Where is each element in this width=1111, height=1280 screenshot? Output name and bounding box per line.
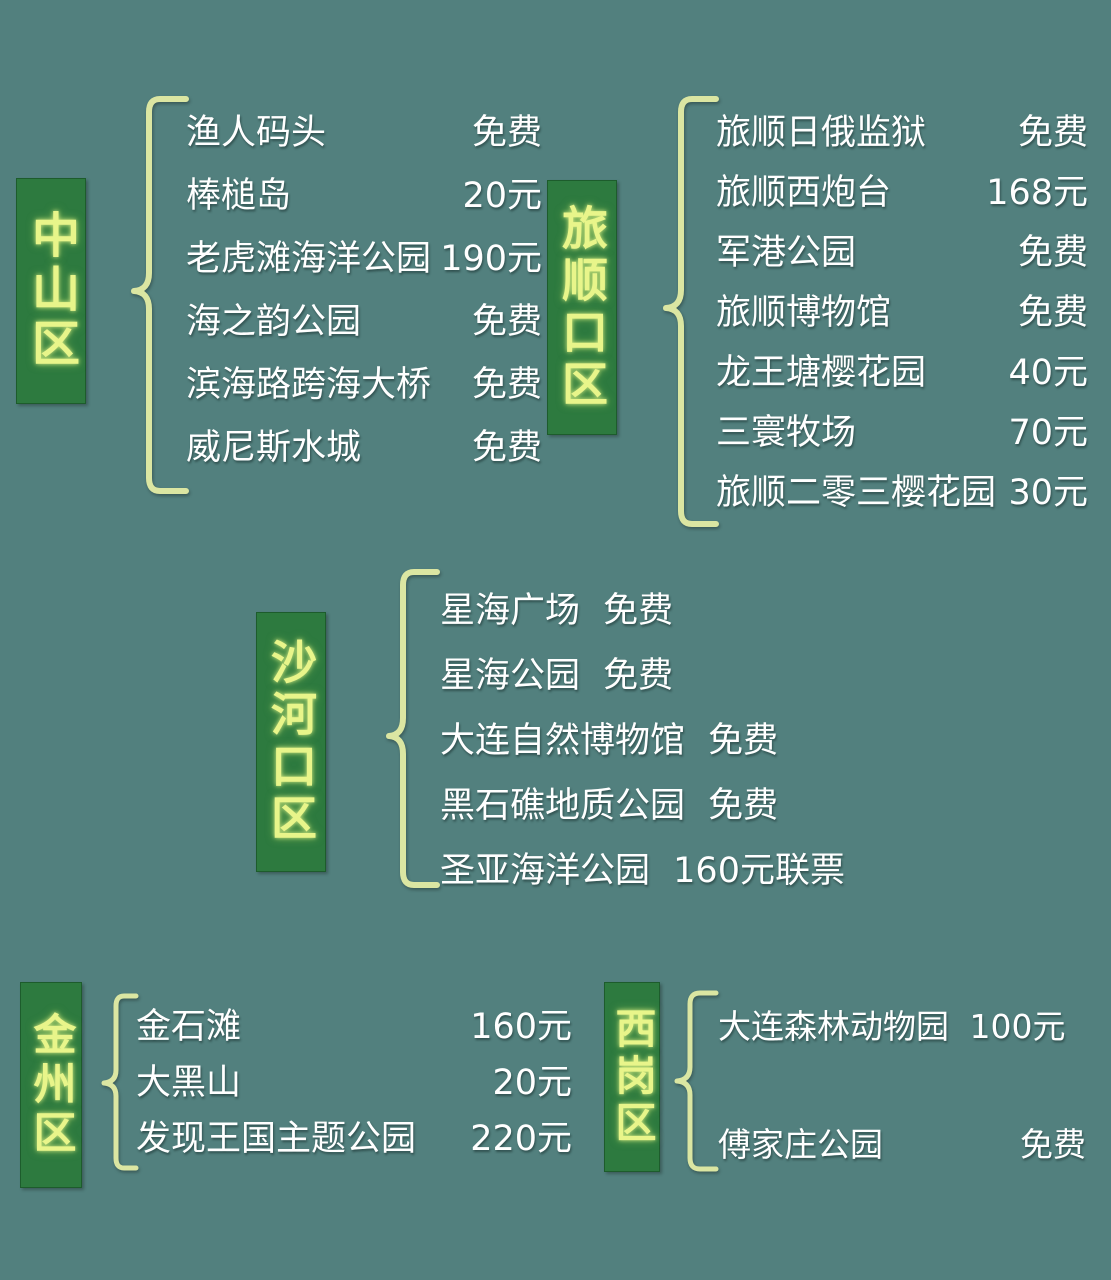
list-item: 军港公园 免费 — [716, 224, 1088, 284]
attraction-list-shahekou: 星海广场 免费 星海公园 免费 大连自然博物馆 免费 黑石礁地质公园 免费 圣亚… — [440, 582, 910, 907]
attraction-name: 龙王塘樱花园 — [716, 353, 927, 393]
attraction-name: 星海广场 — [440, 591, 581, 631]
list-item: 龙王塘樱花园 40元 — [716, 344, 1088, 404]
list-item: 滨海路跨海大桥 免费 — [186, 356, 542, 419]
attraction-price: 40元 — [1008, 353, 1088, 393]
attraction-name: 海之韵公园 — [186, 302, 362, 342]
attraction-list-xigang: 大连森林动物园 100元 傅家庄公园 免费 — [718, 1000, 1086, 1236]
list-item: 金石滩 160元 — [136, 998, 572, 1054]
attraction-price: 免费 — [1017, 293, 1088, 333]
attraction-name: 黑石礁地质公园 — [440, 786, 686, 826]
attraction-price: 免费 — [1017, 113, 1088, 153]
list-item: 大连自然博物馆 免费 — [440, 712, 910, 777]
list-item: 发现王国主题公园 220元 — [136, 1110, 572, 1166]
attraction-price: 160元 — [470, 1007, 572, 1047]
attraction-name: 圣亚海洋公园 — [440, 851, 651, 891]
attraction-price: 160元联票 — [673, 851, 845, 891]
attraction-price: 免费 — [708, 786, 779, 826]
district-plate-shahekou: 沙河口区 — [256, 612, 326, 872]
brace-shahekou — [386, 569, 440, 888]
attraction-name: 大连森林动物园 — [718, 1007, 949, 1046]
attraction-price: 70元 — [1008, 413, 1088, 453]
attraction-price: 30元 — [1008, 473, 1088, 513]
attraction-price: 免费 — [1017, 233, 1088, 273]
list-item: 三寰牧场 70元 — [716, 404, 1088, 464]
list-item: 圣亚海洋公园 160元联票 — [440, 842, 910, 907]
list-item: 老虎滩海洋公园 190元 — [186, 230, 542, 293]
attraction-name: 傅家庄公园 — [718, 1125, 883, 1164]
attraction-price: 免费 — [471, 365, 542, 405]
attraction-price: 168元 — [986, 173, 1088, 213]
brace-zhongshan — [131, 96, 189, 494]
list-item: 傅家庄公园 免费 — [718, 1118, 1086, 1236]
attraction-price: 20元 — [492, 1063, 572, 1103]
attraction-name: 滨海路跨海大桥 — [186, 365, 432, 405]
attraction-name: 金石滩 — [136, 1007, 242, 1047]
attraction-price: 免费 — [603, 656, 674, 696]
brace-lvshun — [663, 96, 719, 527]
attraction-name: 星海公园 — [440, 656, 581, 696]
brace-xigang — [674, 990, 719, 1172]
list-item: 威尼斯水城 免费 — [186, 419, 542, 482]
list-item: 海之韵公园 免费 — [186, 293, 542, 356]
attraction-list-zhongshan: 渔人码头 免费 棒槌岛 20元 老虎滩海洋公园 190元 海之韵公园 免费 滨海… — [186, 104, 542, 482]
attraction-price: 220元 — [470, 1119, 572, 1159]
attraction-name: 旅顺二零三樱花园 — [716, 473, 997, 513]
attraction-name: 威尼斯水城 — [186, 428, 362, 468]
attraction-name: 旅顺西炮台 — [716, 173, 892, 213]
district-plate-xigang: 西岗区 — [604, 982, 660, 1172]
attraction-price: 免费 — [603, 591, 674, 631]
attraction-name: 三寰牧场 — [716, 413, 857, 453]
attraction-name: 渔人码头 — [186, 113, 327, 153]
list-item: 大黑山 20元 — [136, 1054, 572, 1110]
attraction-name: 棒槌岛 — [186, 176, 292, 216]
attraction-price: 20元 — [462, 176, 542, 216]
list-item: 星海公园 免费 — [440, 647, 910, 712]
attraction-price: 免费 — [471, 113, 542, 153]
attraction-name: 旅顺博物馆 — [716, 293, 892, 333]
attraction-name: 军港公园 — [716, 233, 857, 273]
list-item: 旅顺西炮台 168元 — [716, 164, 1088, 224]
district-plate-zhongshan: 中山区 — [16, 178, 86, 404]
list-item: 旅顺二零三樱花园 30元 — [716, 464, 1088, 524]
attraction-name: 老虎滩海洋公园 — [186, 239, 432, 279]
list-item: 旅顺博物馆 免费 — [716, 284, 1088, 344]
attraction-name: 旅顺日俄监狱 — [716, 113, 927, 153]
list-item: 黑石礁地质公园 免费 — [440, 777, 910, 842]
list-item: 旅顺日俄监狱 免费 — [716, 104, 1088, 164]
attraction-price: 免费 — [1020, 1125, 1086, 1164]
attraction-price: 190元 — [440, 239, 542, 279]
attraction-name: 大黑山 — [136, 1063, 242, 1103]
district-plate-jinzhou: 金州区 — [20, 982, 82, 1188]
attraction-list-jinzhou: 金石滩 160元 大黑山 20元 发现王国主题公园 220元 — [136, 998, 572, 1166]
list-item: 棒槌岛 20元 — [186, 167, 542, 230]
attraction-price: 免费 — [708, 721, 779, 761]
attraction-price: 免费 — [471, 302, 542, 342]
list-item: 星海广场 免费 — [440, 582, 910, 647]
attraction-price: 100元 — [969, 1007, 1066, 1046]
list-item: 渔人码头 免费 — [186, 104, 542, 167]
district-plate-lvshun: 旅顺口区 — [547, 180, 617, 435]
list-item: 大连森林动物园 100元 — [718, 1000, 1086, 1118]
brace-jinzhou — [101, 993, 139, 1171]
attraction-price: 免费 — [471, 428, 542, 468]
attraction-name: 发现王国主题公园 — [136, 1119, 417, 1159]
attraction-list-lvshun: 旅顺日俄监狱 免费 旅顺西炮台 168元 军港公园 免费 旅顺博物馆 免费 龙王… — [716, 104, 1088, 524]
attraction-name: 大连自然博物馆 — [440, 721, 686, 761]
